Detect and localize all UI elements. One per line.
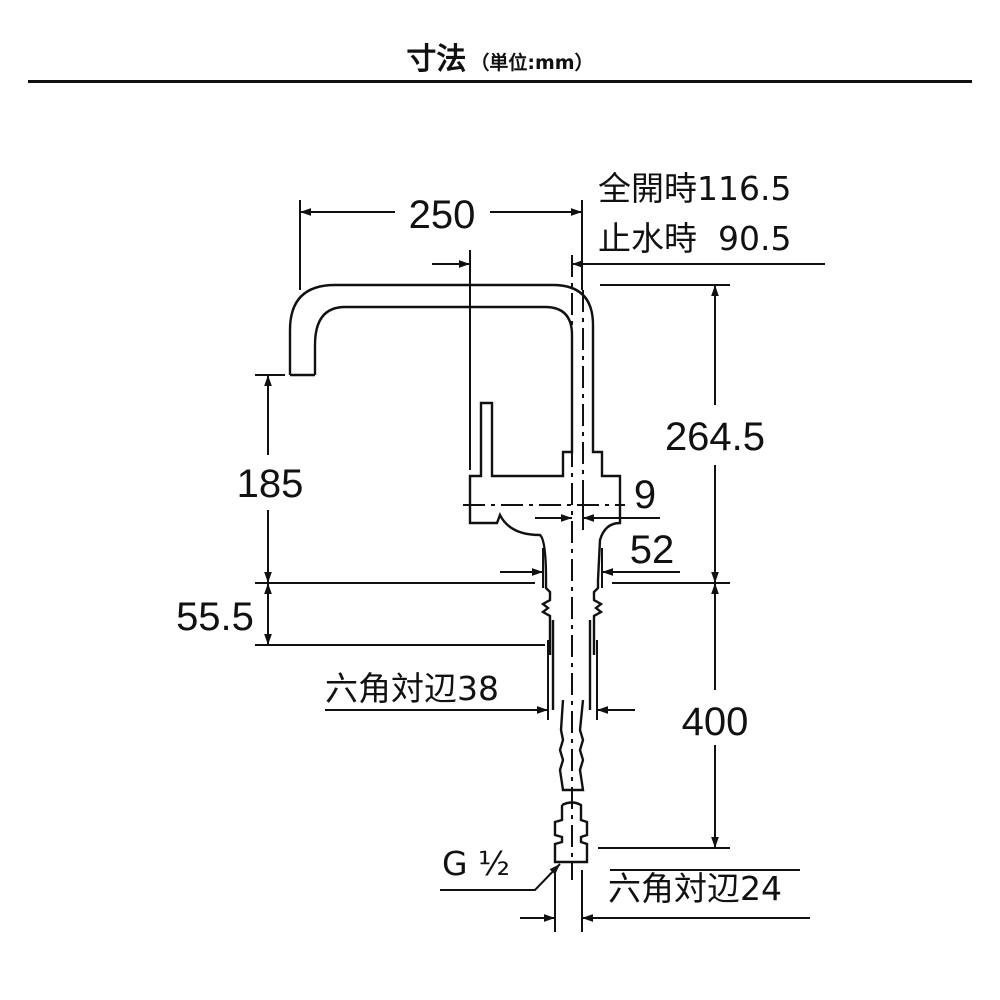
extension-lines — [255, 200, 730, 932]
dim-full-open: 全開時116.5 — [598, 169, 791, 208]
dim-hex-24: 六角対辺24 — [608, 869, 782, 908]
dim-250: 250 — [409, 193, 476, 237]
dim-thread-g-half: G ½ — [442, 844, 510, 883]
dim-9: 9 — [634, 473, 656, 517]
dim-55-5: 55.5 — [176, 595, 254, 639]
title-divider — [28, 80, 972, 83]
unit-text: （単位:mm） — [470, 52, 594, 74]
page-title: 寸法（単位:mm） — [0, 34, 1000, 78]
title-text: 寸法 — [406, 42, 467, 77]
dim-264-5: 264.5 — [665, 415, 765, 459]
dim-hex-38: 六角対辺38 — [325, 669, 499, 708]
faucet-outline — [288, 283, 622, 864]
dim-400: 400 — [682, 700, 749, 744]
dim-stop: 止水時 90.5 — [598, 219, 791, 258]
dim-185: 185 — [237, 462, 304, 506]
centerlines — [463, 255, 625, 880]
dimension-lines — [264, 208, 825, 922]
dim-52: 52 — [630, 528, 675, 572]
